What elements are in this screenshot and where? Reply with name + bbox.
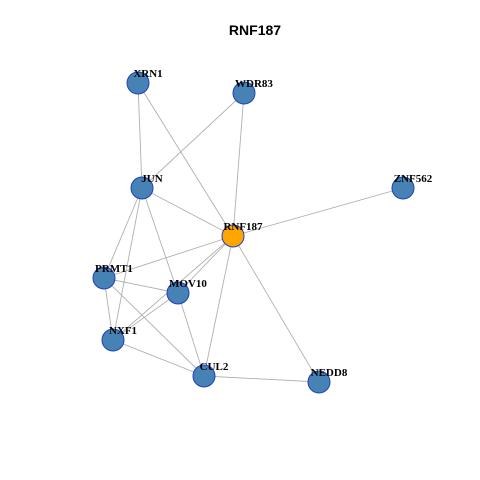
- edge-jun-nxf1: [112, 187, 143, 341]
- node-xrn1: [126, 71, 150, 95]
- node-jun: [130, 176, 154, 200]
- edge-znf562-rnf187: [232, 187, 404, 237]
- edge-cul2-nedd8: [203, 375, 320, 383]
- graph-title: RNF187: [229, 22, 281, 38]
- edge-xrn1-jun: [137, 82, 143, 189]
- edge-rnf187-nedd8: [232, 235, 320, 383]
- edge-jun-rnf187: [141, 187, 234, 237]
- node-wdr83: [232, 81, 256, 105]
- node-label-prmt1: PRMT1: [95, 263, 133, 275]
- edge-nxf1-cul2: [112, 339, 205, 377]
- edge-mov10-nxf1: [112, 292, 179, 341]
- edge-prmt1-cul2: [103, 277, 205, 377]
- node-label-znf562: ZNF562: [394, 173, 433, 185]
- edge-jun-mov10: [141, 187, 179, 294]
- edge-rnf187-cul2: [203, 235, 234, 377]
- nodes-layer: [92, 71, 415, 394]
- node-nxf1: [101, 328, 125, 352]
- edge-wdr83-jun: [141, 92, 245, 189]
- edge-jun-prmt1: [103, 187, 143, 279]
- node-label-cul2: CUL2: [200, 361, 229, 373]
- node-label-mov10: MOV10: [169, 278, 207, 290]
- edge-mov10-cul2: [177, 292, 205, 377]
- node-znf562: [391, 176, 415, 200]
- edges-layer: [103, 82, 404, 383]
- node-nedd8: [307, 370, 331, 394]
- node-label-nxf1: NXF1: [109, 325, 137, 337]
- edge-prmt1-mov10: [103, 277, 179, 294]
- edge-wdr83-rnf187: [232, 92, 245, 237]
- node-rnf187: [221, 224, 245, 248]
- edge-rnf187-mov10: [177, 235, 234, 294]
- edge-xrn1-rnf187: [137, 82, 234, 237]
- node-label-nedd8: NEDD8: [311, 367, 348, 379]
- node-label-wdr83: WDR83: [235, 78, 273, 90]
- node-prmt1: [92, 266, 116, 290]
- node-cul2: [192, 364, 216, 388]
- node-label-jun: JUN: [141, 173, 162, 185]
- node-mov10: [166, 281, 190, 305]
- edge-rnf187-prmt1: [103, 235, 234, 279]
- node-label-xrn1: XRN1: [133, 68, 162, 80]
- node-label-rnf187: RNF187: [223, 221, 263, 233]
